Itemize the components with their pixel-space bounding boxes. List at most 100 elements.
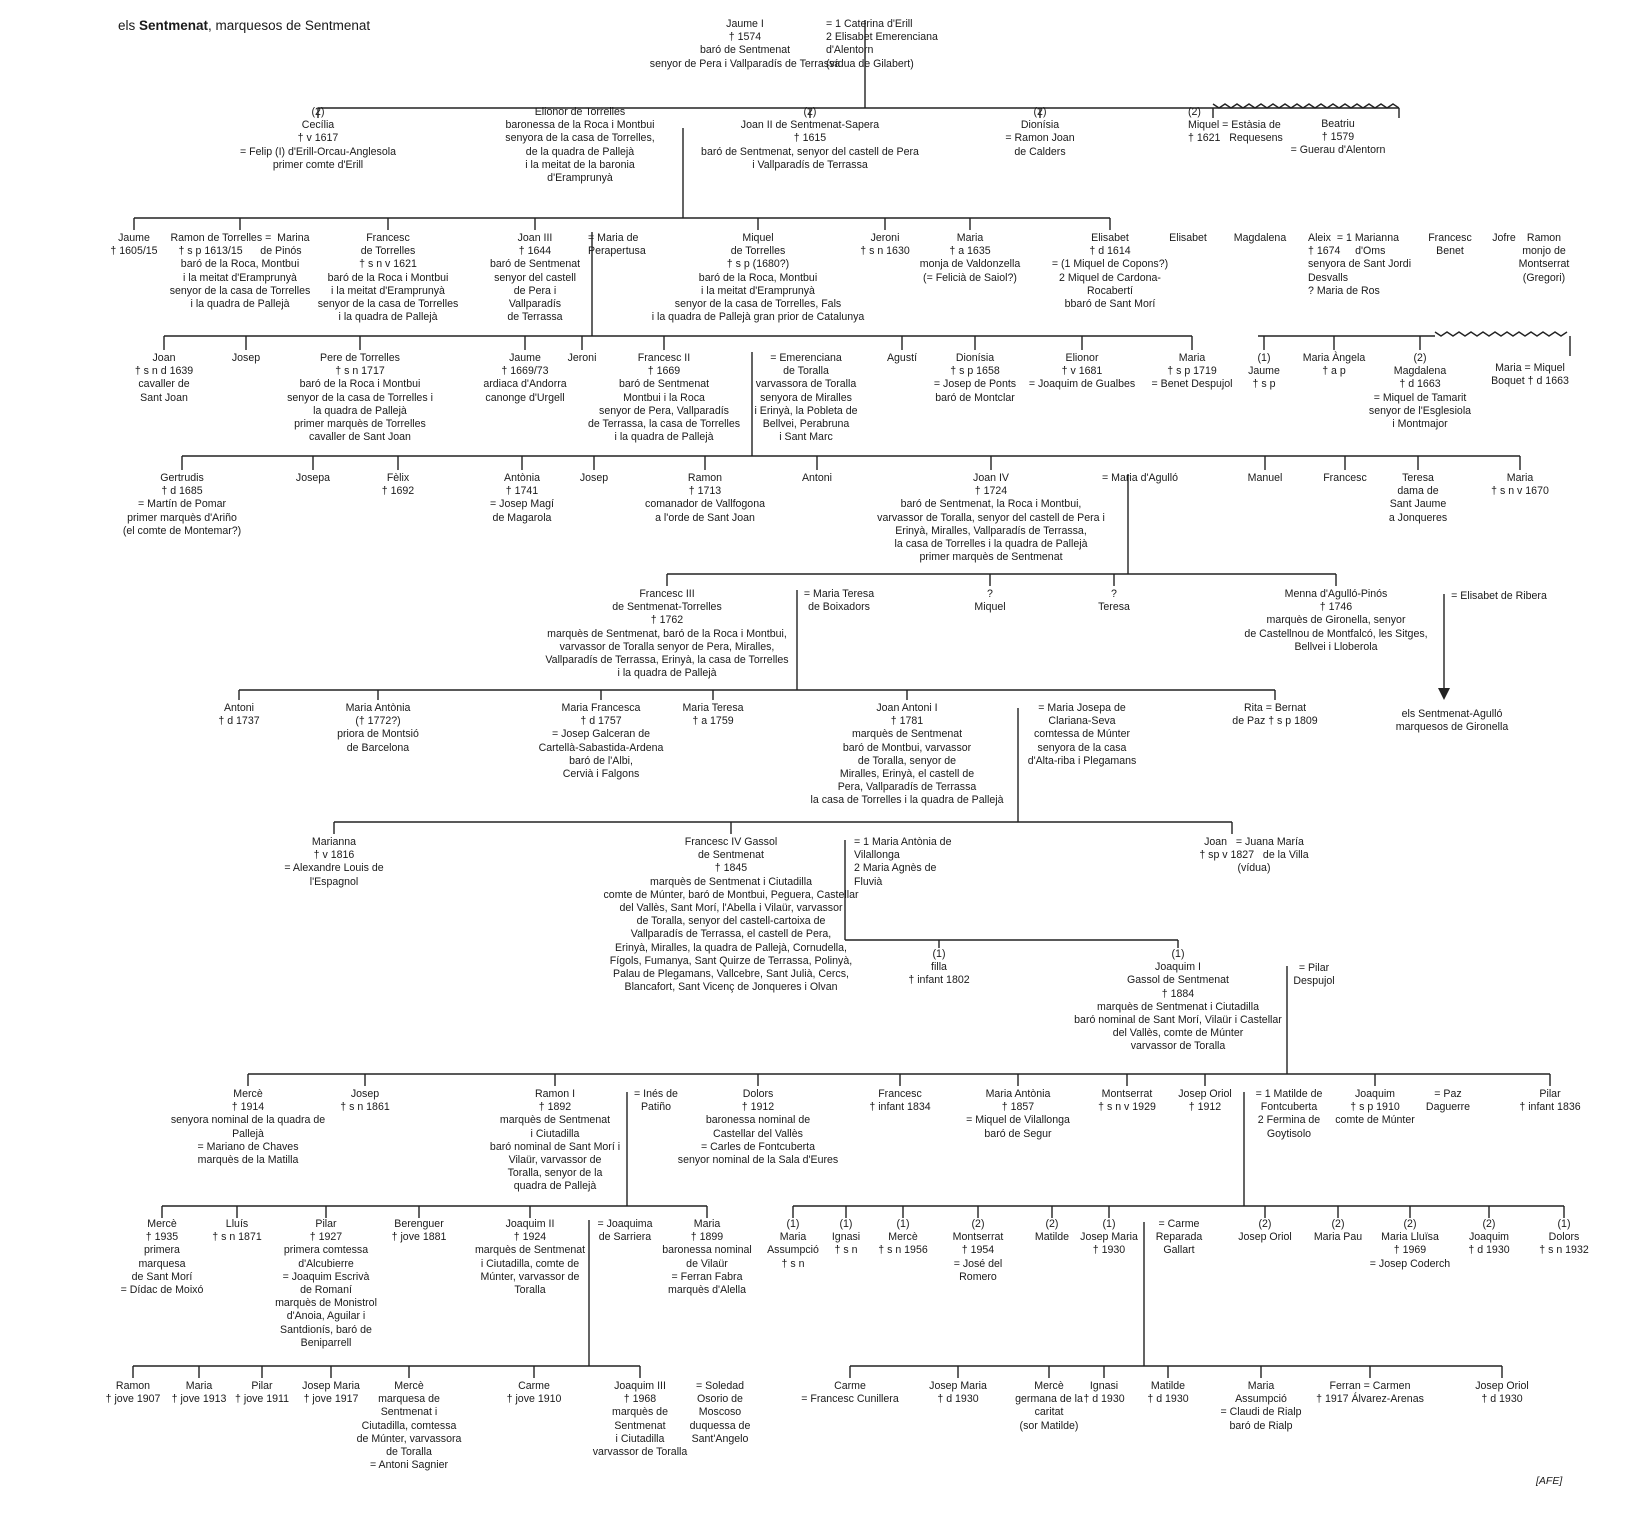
person-node: = Maria de Perapertusa [588,232,646,258]
person-node: (1) Maria Assumpció † s n [767,1218,819,1270]
person-node: Gertrudis † d 1685 = Martín de Pomar pri… [122,472,242,537]
person-node: Joan = Juana María † sp v 1827 de la Vil… [1199,836,1309,875]
person-node: = 1 Matilde de Fontcuberta 2 Fermina de … [1255,1088,1323,1140]
person-node: Marianna † v 1816 = Alexandre Louis de l… [284,836,384,888]
person-node: Menna d'Agulló-Pinós † 1746 marquès de G… [1244,588,1428,653]
person-node: (2) Matilde [1034,1218,1070,1244]
person-node: ? Teresa [1098,588,1130,614]
person-node: (2) Montserrat † 1954 = José del Romero [952,1218,1004,1283]
person-node: Berenguer † jove 1881 [391,1218,447,1244]
person-node: Maria Àngela † a p [1302,352,1366,378]
person-node: Jaume I † 1574 baró de Sentmenat senyor … [649,18,841,70]
person-node: (1) filla † infant 1802 [908,948,970,987]
person-node: Mercè marquesa de Sentmenat i Ciutadilla… [356,1380,462,1472]
person-node: Matilde † d 1930 [1147,1380,1189,1406]
person-node: (1) Ignasi † s n [831,1218,861,1257]
person-node: Elionor de Torrelles baronessa de la Roc… [505,106,655,185]
person-node: Beatriu † 1579 = Guerau d'Alentorn [1290,118,1386,157]
person-node: Maria † s n v 1670 [1491,472,1549,498]
person-node: Francesc III de Sentmenat-Torrelles † 17… [545,588,789,680]
person-node: Pilar † infant 1836 [1519,1088,1581,1114]
person-node: = Carme Reparada Gallart [1155,1218,1203,1257]
person-node: Pilar † 1927 primera comtessa d'Alcubier… [275,1218,377,1349]
person-node: Lluís † s n 1871 [212,1218,262,1244]
person-node: Dionísia † s p 1658 = Josep de Ponts bar… [933,352,1017,404]
tree-connector-wavy [1434,331,1568,337]
person-node: Josep Oriol † d 1930 [1475,1380,1529,1406]
person-node: Francesc II † 1669 baró de Sentmenat Mon… [587,352,741,444]
person-node: Jaume † 1605/15 [110,232,158,258]
person-node: = Maria Teresa de Boixadors [803,588,875,614]
person-node: Maria † s p 1719 = Benet Despujol [1151,352,1233,391]
person-node: Jeroni † s n 1630 [860,232,910,258]
person-node: (1) Jaume † s p [1248,352,1280,391]
person-node: Montserrat † s n v 1929 [1098,1088,1156,1114]
person-node: = Emerenciana de Toralla varvassora de T… [754,352,858,444]
person-node: = Joaquima de Sarriera [597,1218,653,1244]
person-node: (2) Josep Oriol [1238,1218,1292,1244]
person-node: Francesc Benet [1428,232,1472,258]
person-node: = Inés de Patiño [634,1088,678,1114]
source-credit: [AFE] [1536,1475,1563,1487]
person-node: = Paz Daguerre [1425,1088,1471,1114]
person-node: Ramon I † 1892 marquès de Sentmenat i Ci… [489,1088,621,1193]
person-node: Joaquim † s p 1910 comte de Múnter [1335,1088,1415,1127]
person-node: Joaquim III † 1968 marquès de Sentmenat … [592,1380,688,1459]
person-node: Ramon † 1713 comanador de Vallfogona a l… [645,472,765,524]
person-node: Joan † s n d 1639 cavaller de Sant Joan [134,352,194,404]
person-node: Joan III † 1644 baró de Sentmenat senyor… [489,232,581,324]
person-node: Jeroni [567,352,597,364]
person-node: Josep [579,472,609,484]
person-node: (1) Josep Maria † 1930 [1080,1218,1138,1257]
page-title: els Sentmenat, marquesos de Sentmenat [118,18,371,33]
person-node: = Maria Josepa de Clariana-Seva comtessa… [1027,702,1137,767]
person-node: Francesc de Torrelles † s n v 1621 baró … [317,232,459,324]
person-node: Maria Antònia † 1857 = Miquel de Vilallo… [966,1088,1070,1140]
person-node: Josep † s n 1861 [340,1088,390,1114]
person-node: (2) Joaquim † d 1930 [1468,1218,1510,1257]
person-node: Francesc IV Gassol de Sentmenat † 1845 m… [603,836,859,994]
person-node: ? Miquel [974,588,1006,614]
person-node: Ramon de Torrelles = Marina † s p 1613/1… [169,232,311,311]
person-node: (1) Mercè † s n 1956 [878,1218,928,1257]
person-node: Josep Oriol † 1912 [1178,1088,1232,1114]
person-node: Maria Antònia († 1772?) priora de Montsi… [337,702,419,754]
person-node: Joan IV † 1724 baró de Sentmenat, la Roc… [877,472,1105,564]
person-node: = Pilar Despujol [1293,962,1335,988]
person-node: Fèlix † 1692 [381,472,415,498]
person-node: Pilar † jove 1911 [235,1380,289,1406]
person-node: (2) Dionísia = Ramon Joan de Calders [1005,106,1075,158]
person-node: Jaume † 1669/73 ardiaca d'Andorra canong… [483,352,567,404]
person-node: Mercè † 1935 primera marquesa de Sant Mo… [120,1218,204,1297]
person-node: = Maria d'Agulló [1102,472,1178,484]
person-node: Joaquim II † 1924 marquès de Sentmenat i… [474,1218,586,1297]
person-node: Maria Francesca † d 1757 = Josep Galcera… [538,702,664,781]
person-node: (2) Joan II de Sentmenat-Sapera † 1615 b… [701,106,919,171]
person-node: Pere de Torrelles † s n 1717 baró de la … [287,352,433,444]
person-node: (1) Dolors † s n 1932 [1539,1218,1589,1257]
person-node: Ramon † jove 1907 [105,1380,161,1406]
person-node: (2) Magdalena † d 1663 = Miquel de Tamar… [1368,352,1472,431]
person-node: Ignasi † d 1930 [1083,1380,1125,1406]
person-node: Rita = Bernat de Paz † s p 1809 [1232,702,1318,728]
arrow-icon [1438,688,1450,700]
person-node: Maria Teresa † a 1759 [682,702,744,728]
person-node: els Sentmenat-Agulló marquesos de Girone… [1395,708,1509,734]
person-node: (1) Joaquim I Gassol de Sentmenat † 1884… [1074,948,1282,1053]
person-node: Dolors † 1912 baronessa nominal de Caste… [677,1088,839,1167]
person-node: Carme = Francesc Cunillera [801,1380,899,1406]
person-node: (2) Miquel = Estàsia de † 1621 Requesens [1188,106,1283,145]
person-node: Joan Antoni I † 1781 marquès de Sentmena… [810,702,1004,807]
person-node: = 1 Caterina d'Erill 2 Elisabet Emerenci… [826,18,938,70]
person-node: Maria † 1899 baronessa nominal de Vilaür… [662,1218,752,1297]
person-node: = Soledad Osorio de Moscoso duquessa de … [689,1380,751,1445]
person-node: Elisabet [1169,232,1207,244]
person-node: Ramon monjo de Montserrat (Gregori) [1518,232,1570,284]
person-node: Jofre [1492,232,1516,244]
person-node: Elionor † v 1681 = Joaquim de Gualbes [1028,352,1136,391]
person-node: (2) Cecília † v 1617 = Felip (I) d'Erill… [240,106,396,171]
person-node: Manuel [1247,472,1283,484]
person-node: Antoni [801,472,833,484]
person-node: Maria Assumpció = Claudi de Rialp baró d… [1220,1380,1302,1432]
person-node: Francesc † infant 1834 [869,1088,931,1114]
